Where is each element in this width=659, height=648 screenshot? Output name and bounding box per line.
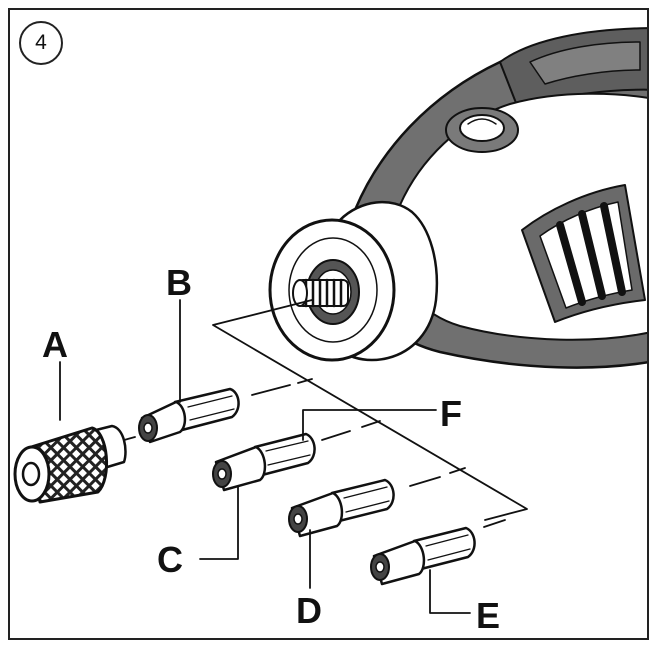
label-b: B — [166, 262, 192, 303]
label-f: F — [440, 393, 462, 434]
label-c: C — [157, 539, 183, 580]
label-e: E — [476, 595, 501, 636]
collet-group-bracket — [212, 299, 528, 521]
leader-line-c — [199, 485, 239, 560]
collet-e — [370, 526, 476, 586]
label-a: A — [42, 324, 68, 365]
rotary-tool-body — [268, 27, 647, 369]
air-vent — [521, 184, 646, 323]
collet-nut-a — [13, 424, 127, 504]
leader-line-e — [429, 569, 471, 614]
label-d: D — [296, 590, 322, 631]
lock-button — [445, 107, 519, 153]
step-number-badge: 4 — [19, 21, 63, 65]
collet-b — [138, 387, 240, 444]
collet-d — [288, 478, 395, 538]
leader-line-f — [302, 409, 437, 441]
leader-lines — [59, 299, 471, 614]
collet-f — [212, 432, 316, 492]
